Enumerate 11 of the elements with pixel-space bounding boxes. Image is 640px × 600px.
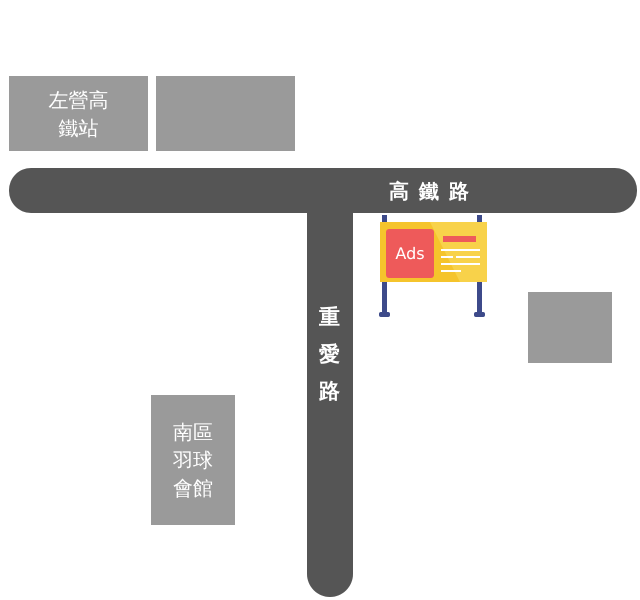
place-box — [151, 395, 235, 525]
road-name: 高鐵路 — [389, 178, 479, 205]
road-band — [307, 213, 353, 597]
road-band — [9, 168, 637, 213]
place-box — [528, 292, 612, 363]
place-name: 左營高鐵站 — [48, 86, 110, 142]
place-name: 南區羽球會館 — [172, 419, 214, 502]
billboard-text: Ads — [394, 243, 426, 265]
place-box — [9, 76, 148, 151]
place-box — [156, 76, 295, 151]
road-name: 重愛路 — [319, 304, 340, 404]
